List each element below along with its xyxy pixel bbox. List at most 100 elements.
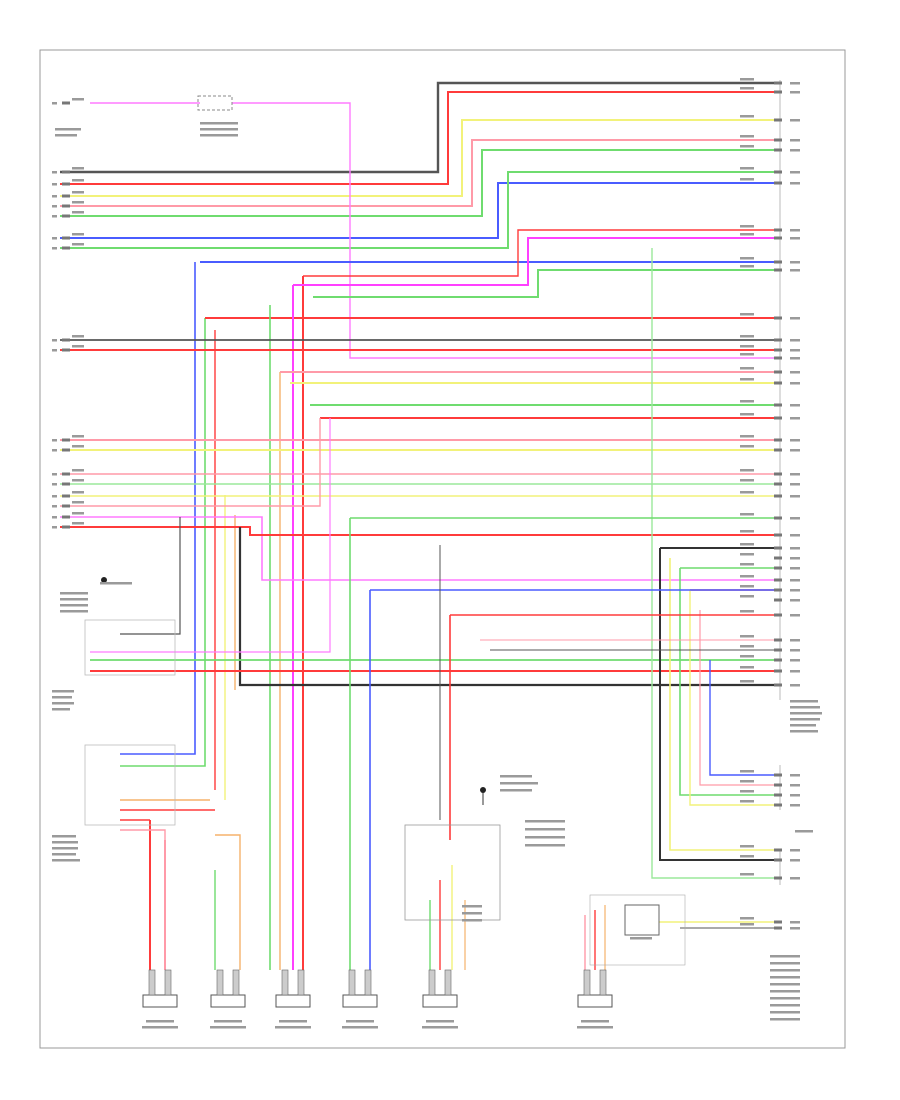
pin-label-right-10 [790,269,800,272]
wire-code-right-14 [740,353,754,356]
descriptor-text-24 [770,969,800,972]
pin-label-right-11 [790,317,800,320]
right-pin-25 [774,533,782,537]
descriptor-text-37 [60,592,88,595]
wire-code-right-46 [740,923,754,926]
left-pin-7 [62,246,70,250]
wire-green-upper [313,269,778,298]
left-module-box-1 [84,619,176,676]
right-pin-22 [774,482,782,486]
wire-yellow-right-v2 [689,590,778,806]
pin-label-right-9 [790,261,800,264]
right-pin-32 [774,613,782,617]
wire-code-left-10 [72,435,84,438]
center-switch-block [404,824,501,921]
wire-code-right-35 [740,655,754,658]
speaker-row [142,969,613,1008]
wire-code-right-38 [740,770,754,773]
right-pin-41 [774,803,782,807]
speaker-label-line-1-2 [279,1020,307,1023]
right-pin-12 [774,338,782,342]
speaker-terminal-1 [164,969,172,996]
right-pin-40 [774,793,782,797]
descriptor-text-16 [52,708,70,711]
wire-green-right-v [679,568,778,796]
pin-label-left-5 [52,215,57,218]
descriptor-text-23 [770,962,800,965]
tiny-label-group [52,78,822,1029]
pin-label-right-35 [790,659,800,662]
wire-code-left-16 [72,512,84,515]
pin-label-left-9 [52,349,57,352]
wire-gray-drop [120,517,181,635]
wire-code-right-16 [740,378,754,381]
pin-label-left-0 [52,102,57,105]
wire-code-left-1 [72,167,84,170]
descriptor-text-3 [790,706,820,709]
wire-code-right-23 [740,491,754,494]
speaker-label-line-1-3 [346,1020,374,1023]
pin-label-right-16 [790,382,800,385]
right-pin-7 [774,228,782,232]
pin-label-right-43 [790,859,800,862]
wire-code-right-3 [740,135,754,138]
speaker-label-line-2-3 [342,1026,378,1029]
wire-dark-right-v [659,548,778,861]
component-group [84,95,686,966]
speaker-label-line-2-4 [422,1026,458,1029]
pin-label-right-38 [790,774,800,777]
wire-code-right-11 [740,313,754,316]
right-pin-9 [774,260,782,264]
speaker-body [342,994,378,1008]
wire-code-right-25 [740,530,754,533]
right-pin-14 [774,356,782,360]
wire-code-right-39 [740,780,754,783]
wire-code-right-0 [740,78,754,81]
wire-violet-lower [60,516,778,581]
wire-code-left-3 [72,191,84,194]
right-pin-21 [774,472,782,476]
wire-code-right-29 [740,575,754,578]
pin-label-right-33 [790,639,800,642]
pin-label-right-30 [790,589,800,592]
speaker-label-line-1-4 [426,1020,454,1023]
wire-code-right-13 [740,345,754,348]
descriptor-text-45 [200,128,238,131]
wire-code-right-10 [740,265,754,268]
pin-label-right-42 [790,849,800,852]
right-pin-30 [774,588,782,592]
pin-label-right-17 [790,404,800,407]
right-pin-15 [774,370,782,374]
wire-code-left-9 [72,345,84,348]
descriptor-text-21 [52,859,80,862]
left-pin-1 [62,170,70,174]
right-pin-6 [774,181,782,185]
left-pin-10 [62,438,70,442]
descriptor-text-28 [770,997,800,1000]
wire-code-right-20 [740,445,754,448]
right-pin-27 [774,556,782,560]
wire-blue-vertical [120,262,196,755]
wire-code-right-32 [740,610,754,613]
speaker-terminal-0 [216,969,224,996]
pin-label-right-6 [790,182,800,185]
descriptor-text-9 [525,820,565,823]
wire-yellow-top [60,119,778,197]
right-pin-13 [774,348,782,352]
wire-code-right-37 [740,680,754,683]
right-pin-42 [774,848,782,852]
descriptor-text-19 [52,847,78,850]
descriptor-text-36 [100,582,132,585]
descriptor-text-46 [200,134,238,137]
pin-label-right-24 [790,517,800,520]
descriptor-text-34 [462,912,482,915]
wire-code-right-42 [740,845,754,848]
speaker-left-rear-door-speaker [577,969,613,1008]
descriptor-text-29 [770,1004,800,1007]
descriptor-text-22 [770,955,800,958]
left-pin-6 [62,236,70,240]
descriptor-text-30 [770,1011,800,1014]
right-pin-26 [774,546,782,550]
amp-box [624,904,660,936]
pin-label-left-17 [52,526,57,529]
